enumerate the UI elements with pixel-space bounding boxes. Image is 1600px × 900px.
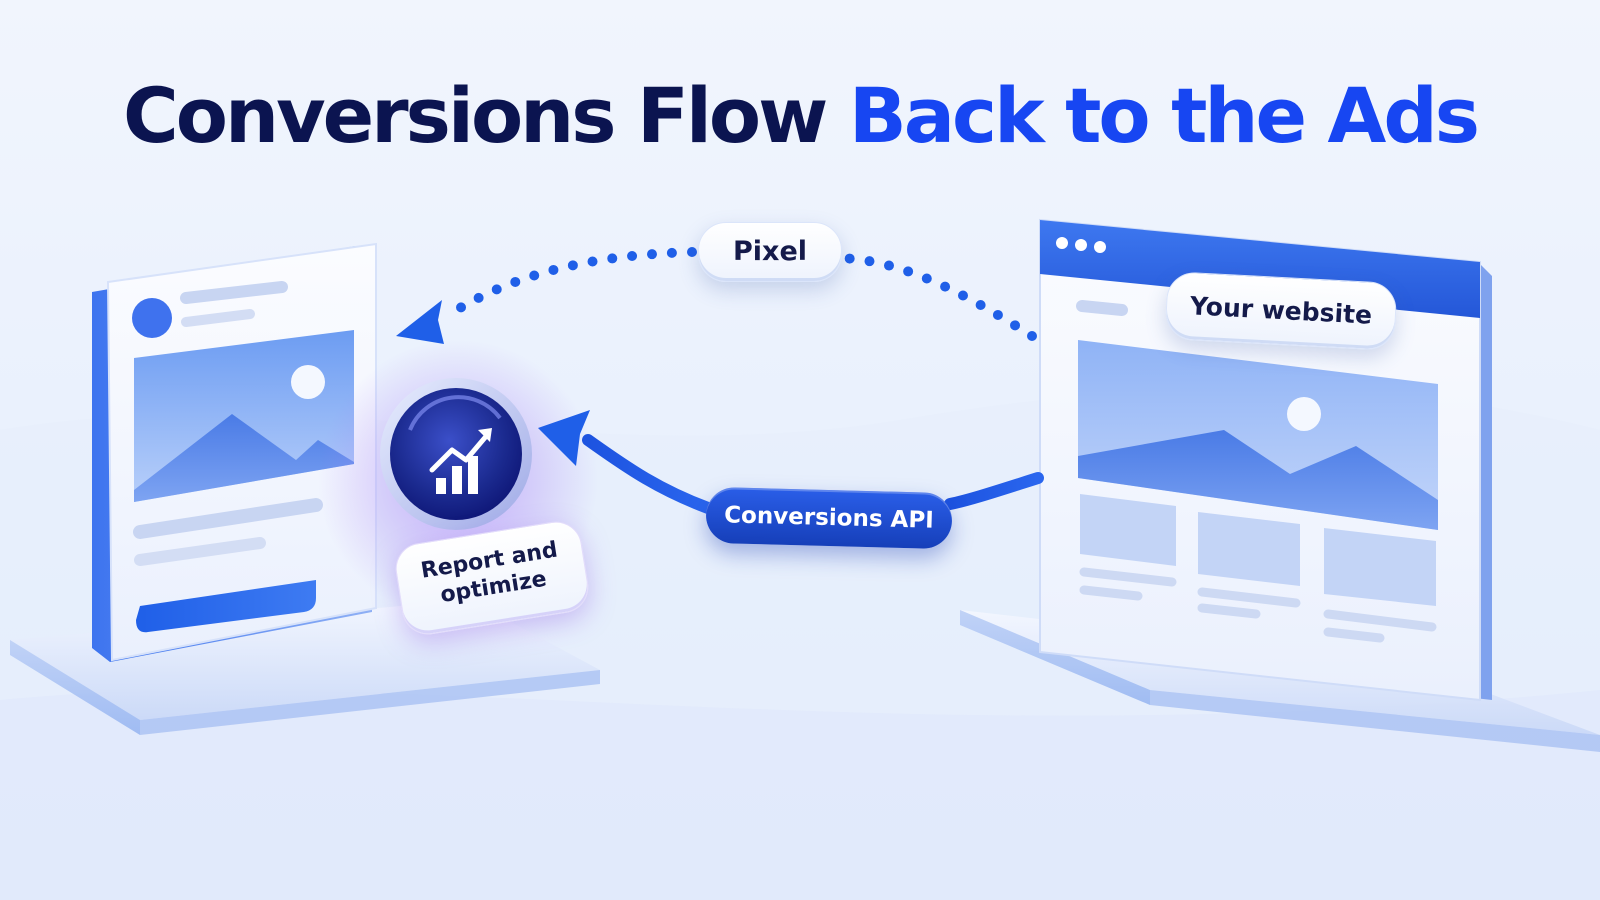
your-website-label: Your website: [1164, 271, 1398, 351]
conversions-api-label: Conversions API: [705, 486, 953, 550]
pixel-label: Pixel: [698, 222, 842, 282]
title-main: Conversions Flow: [123, 71, 828, 160]
dotted-arrow-icon: [396, 247, 1037, 344]
ad-card-icon: [92, 242, 377, 662]
title-accent: Back to the Ads: [848, 71, 1480, 160]
solid-arrow-icon: [538, 410, 1044, 514]
page-title: Conversions Flow Back to the Ads: [0, 78, 1600, 154]
background-wave-lower: [0, 690, 1600, 900]
